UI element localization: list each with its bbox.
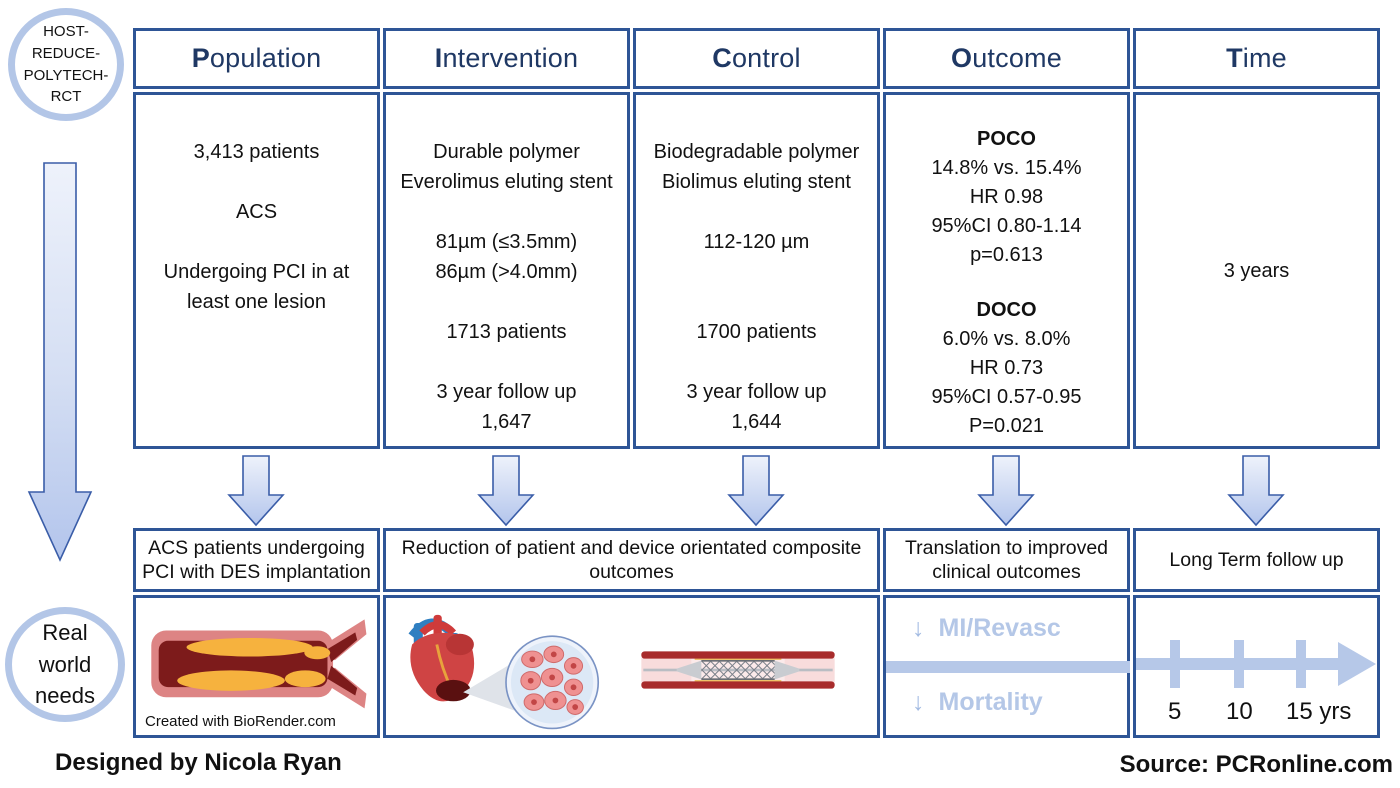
timeline-box: 5 10 15 yrs xyxy=(1133,595,1380,738)
population-header-initial: P xyxy=(191,43,210,73)
summary-time-box: Long Term follow up xyxy=(1133,528,1380,592)
outcome-header-initial: O xyxy=(951,43,973,73)
mortality-label: Mortality xyxy=(938,688,1043,716)
outcome-header-rest: utcome xyxy=(972,43,1062,73)
artery-box: Created with BioRender.com xyxy=(133,595,380,738)
down-arrow-icon xyxy=(977,455,1035,527)
tick-label-5: 5 xyxy=(1168,698,1182,725)
designer-credit: Designed by Nicola Ryan xyxy=(55,749,342,776)
summary-intervention-control-box: Reduction of patient and device orientat… xyxy=(383,528,880,592)
control-header-rest: ontrol xyxy=(731,43,801,73)
down-arrow-glyph: ↓ xyxy=(912,614,925,642)
summary-band: ACS patients undergoing PCI with DES imp… xyxy=(133,528,1380,592)
summary-outcome-box: Translation to improved clinical outcome… xyxy=(883,528,1130,592)
control-text: Biodegradable polymer Biolimus eluting s… xyxy=(653,141,860,433)
source-credit: Source: PCRonline.com xyxy=(1119,751,1393,778)
vertical-arrow-icon xyxy=(27,162,93,562)
real-world-needs-badge: Real world needs xyxy=(5,607,125,722)
time-cell: 3 years xyxy=(1133,92,1380,449)
intervention-cell: Durable polymer Everolimus eluting stent… xyxy=(383,92,630,449)
summary-outcome-text: Translation to improved clinical outcome… xyxy=(904,536,1109,583)
summary-time-text: Long Term follow up xyxy=(1169,548,1344,571)
clinical-effects-box: ↓ MI/Revasc ↓ Mortality xyxy=(883,595,1130,738)
illustration-band: Created with BioRender.com xyxy=(133,595,1380,738)
intervention-header-initial: I xyxy=(434,43,443,73)
mi-revasc-label: MI/Revasc xyxy=(938,614,1061,642)
trial-name-text: HOST- REDUCE- POLYTECH- RCT xyxy=(23,23,109,106)
intervention-text: Durable polymer Everolimus eluting stent… xyxy=(400,141,613,433)
artery-illustration xyxy=(151,619,367,709)
horizontal-arrow-bar xyxy=(886,661,1130,673)
mortality-row: ↓ Mortality xyxy=(912,688,1043,717)
poco-title: POCO xyxy=(977,128,1036,150)
mi-revasc-row: ↓ MI/Revasc xyxy=(912,614,1061,643)
device-outcomes-box xyxy=(383,595,880,738)
control-header-initial: C xyxy=(712,43,732,73)
tick-label-15: 15 yrs xyxy=(1286,698,1352,725)
population-header-rest: opulation xyxy=(209,43,322,73)
poco-group: POCO 14.8% vs. 15.4% HR 0.98 95%CI 0.80-… xyxy=(886,125,1127,270)
summary-intervention-control-text: Reduction of patient and device orientat… xyxy=(401,536,862,583)
down-arrow-icon xyxy=(1227,455,1285,527)
summary-population-text: ACS patients undergoing PCI with DES imp… xyxy=(142,536,371,583)
real-world-needs-text: Real world needs xyxy=(35,619,95,709)
control-cell: Biodegradable polymer Biolimus eluting s… xyxy=(633,92,880,449)
biorender-credit: Created with BioRender.com xyxy=(145,713,336,730)
down-arrow-icon xyxy=(727,455,785,527)
poco-stats: 14.8% vs. 15.4% HR 0.98 95%CI 0.80-1.14 … xyxy=(931,157,1082,266)
doco-group: DOCO 6.0% vs. 8.0% HR 0.73 95%CI 0.57-0.… xyxy=(886,296,1127,441)
time-text: 3 years xyxy=(1223,259,1290,282)
tick-label-10: 10 xyxy=(1226,698,1253,725)
summary-population-box: ACS patients undergoing PCI with DES imp… xyxy=(133,528,380,592)
time-header-rest: ime xyxy=(1242,43,1287,73)
time-header-initial: T xyxy=(1226,43,1243,73)
trial-name-badge: HOST- REDUCE- POLYTECH- RCT xyxy=(8,8,124,121)
down-arrow-glyph: ↓ xyxy=(912,688,925,716)
down-arrow-icon xyxy=(477,455,535,527)
outcome-cell: POCO 14.8% vs. 15.4% HR 0.98 95%CI 0.80-… xyxy=(883,92,1130,449)
doco-title: DOCO xyxy=(976,299,1037,321)
population-text: 3,413 patients ACS Undergoing PCI in at … xyxy=(163,141,350,313)
stent-illustration xyxy=(641,651,835,689)
doco-stats: 6.0% vs. 8.0% HR 0.73 95%CI 0.57-0.95 P=… xyxy=(931,328,1082,437)
population-cell: 3,413 patients ACS Undergoing PCI in at … xyxy=(133,92,380,449)
down-arrow-icon xyxy=(227,455,285,527)
heart-histology-illustration xyxy=(408,614,600,730)
intervention-header-rest: ntervention xyxy=(442,43,579,73)
timeline-arrow-icon xyxy=(1136,640,1376,688)
